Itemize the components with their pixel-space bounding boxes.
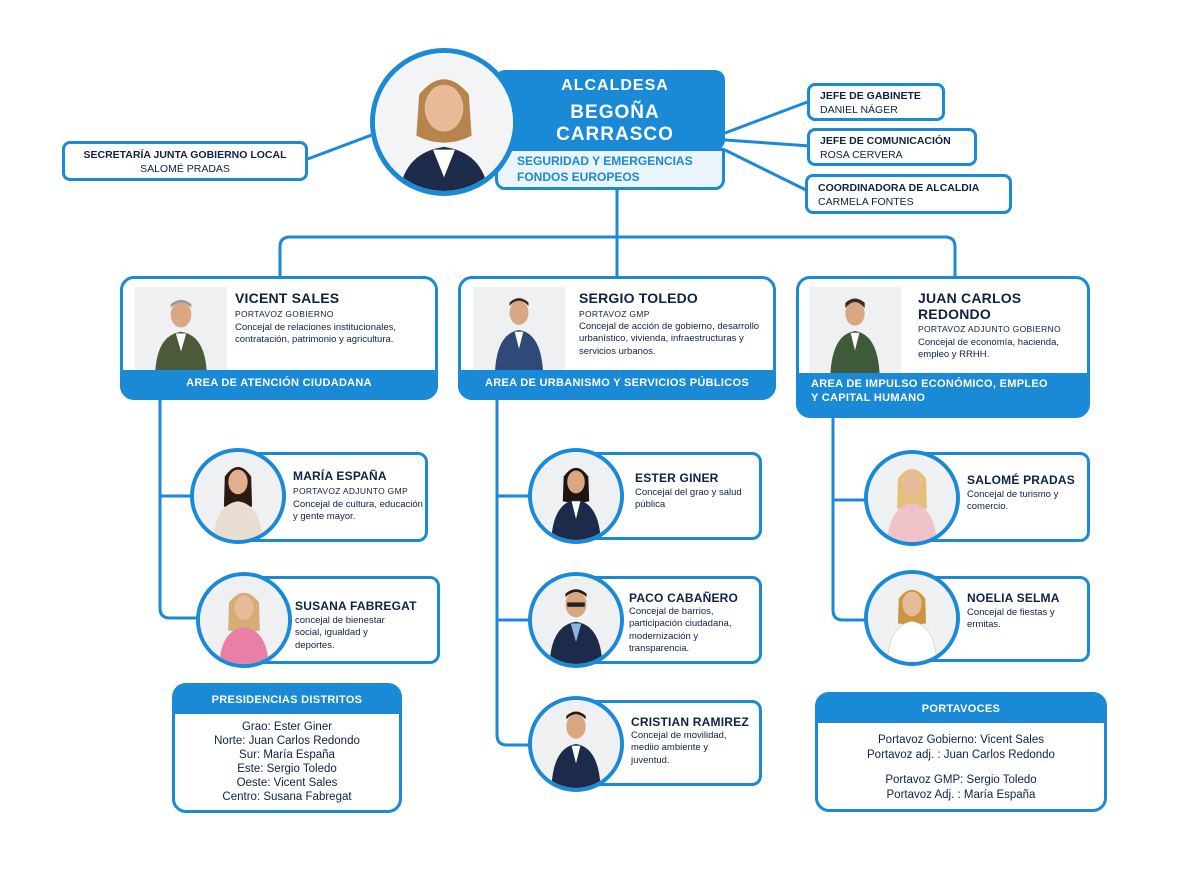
districts-box: PRESIDENCIAS DISTRITOS Grao: Ester Giner… — [172, 683, 402, 813]
area-name-bar-2: AREA DE URBANISMO Y SERVICIOS PÚBLICOS — [461, 370, 773, 397]
area-card-1: VICENT SALES PORTAVOZ GOBIERNO Concejal … — [120, 276, 438, 400]
area-lead-desc-3: Concejal de economía, hacienda, empleo y… — [918, 337, 1060, 361]
staff-title-3: COORDINADORA DE ALCALDIA — [818, 182, 980, 194]
councillor-desc: Concejal de fiestas y ermitas. — [967, 607, 1055, 631]
mayor-area-box — [495, 148, 725, 190]
staff-name-1: DANIEL NÁGER — [820, 104, 898, 116]
councillor-desc: Concejal de cultura, educación y gente m… — [293, 499, 423, 523]
area-lead-photo-3 — [809, 287, 901, 375]
councillor-desc: Concejal de barrios, participación ciuda… — [629, 606, 732, 655]
area-name-3-line1: AREA DE IMPULSO ECONÓMICO, EMPLEO — [811, 378, 1048, 390]
councillor-photo — [528, 696, 624, 792]
mayor-photo — [370, 48, 518, 196]
districts-list: Grao: Ester Giner Norte: Juan Carlos Red… — [175, 720, 399, 804]
area-lead-role-1: PORTAVOZ GOBIERNO — [235, 309, 334, 319]
mayor-area-line2: FONDOS EUROPEOS — [517, 170, 640, 184]
mayor-name-line1: BEGOÑA — [570, 102, 660, 123]
area-lead-photo-1 — [135, 287, 227, 373]
area-lead-role-3: PORTAVOZ ADJUNTO GOBIERNO — [918, 324, 1061, 334]
councillor-photo — [528, 572, 624, 668]
districts-title-bar: PRESIDENCIAS DISTRITOS — [175, 686, 399, 714]
councillor-photo — [196, 572, 292, 668]
district-line: Centro: Susana Fabregat — [222, 791, 352, 803]
district-line: Sur: María España — [239, 749, 335, 761]
area-name-bar-3: AREA DE IMPULSO ECONÓMICO, EMPLEO Y CAPI… — [799, 373, 1087, 415]
district-line: Este: Sergio Toledo — [237, 763, 337, 775]
mayor-title: ALCALDESA — [561, 77, 669, 94]
area-name-bar-1: AREA DE ATENCIÓN CIUDADANA — [123, 370, 435, 397]
councillor-photo — [528, 448, 624, 544]
portavoces-title-bar: PORTAVOCES — [818, 695, 1104, 723]
person-icon — [200, 576, 288, 664]
person-icon — [138, 287, 224, 373]
staff-box-2: JEFE DE COMUNICACIÓN ROSA CERVERA — [807, 128, 977, 166]
person-icon — [811, 287, 899, 375]
councillor-desc: concejal de bienestar social, igualdad y… — [295, 615, 385, 651]
staff-name-3: CARMELA FONTES — [818, 196, 914, 208]
mayor-title-box — [495, 70, 725, 150]
person-icon — [375, 53, 513, 191]
staff-title-2: JEFE DE COMUNICACIÓN — [820, 135, 951, 147]
person-icon — [868, 454, 956, 542]
district-line: Grao: Ester Giner — [241, 721, 333, 733]
councillor-desc: Concejal del grao y salud pública — [635, 487, 742, 511]
councillor-photo — [864, 570, 960, 666]
area-lead-desc-2: Concejal de acción de gobierno, desarrol… — [579, 321, 760, 357]
area-lead-name-3-line1: JUAN CARLOS — [918, 290, 1022, 306]
area-lead-desc-1: Concejal de relaciones institucionales, … — [235, 322, 397, 346]
portavoz-line: Portavoz Adj. : María España — [886, 789, 1036, 801]
secretaria-title: SECRETARÍA JUNTA GOBIERNO LOCAL — [83, 149, 287, 161]
secretaria-box: SECRETARÍA JUNTA GOBIERNO LOCAL SALOMÉ P… — [62, 141, 308, 181]
councillor-name: CRISTIAN RAMIREZ — [631, 715, 749, 729]
secretaria-name: SALOMÉ PRADAS — [140, 163, 230, 175]
area-lead-photo-2 — [473, 287, 565, 373]
councillor-name: MARÍA ESPAÑA — [293, 469, 387, 483]
mayor-area-line1: SEGURIDAD Y EMERGENCIAS — [517, 154, 693, 168]
person-icon — [532, 452, 620, 540]
councillor-desc: Concejal de turismo y comercio. — [967, 489, 1059, 513]
staff-box-3: COORDINADORA DE ALCALDIA CARMELA FONTES — [805, 174, 1012, 214]
area-lead-name-1: VICENT SALES — [235, 290, 340, 306]
councillor-name: SUSANA FABREGAT — [295, 599, 417, 613]
area-name-2: AREA DE URBANISMO Y SERVICIOS PÚBLICOS — [484, 377, 750, 389]
area-lead-role-2: PORTAVOZ GMP — [579, 309, 650, 319]
portavoces-list: Portavoz Gobierno: Vicent Sales Portavoz… — [818, 733, 1104, 803]
portavoz-line: Portavoz Gobierno: Vicent Sales — [878, 734, 1044, 746]
area-name-1: AREA DE ATENCIÓN CIUDADANA — [186, 377, 372, 389]
portavoces-box: PORTAVOCES Portavoz Gobierno: Vicent Sal… — [815, 692, 1107, 812]
mayor-name-line2: CARRASCO — [556, 124, 674, 145]
staff-title-1: JEFE DE GABINETE — [820, 90, 921, 102]
councillor-name: NOELIA SELMA — [967, 591, 1060, 605]
person-icon — [194, 452, 282, 540]
area-lead-name-3-line2: REDONDO — [918, 306, 991, 322]
portavoz-line: Portavoz adj. : Juan Carlos Redondo — [867, 749, 1055, 761]
district-line: Oeste: Vicent Sales — [236, 777, 338, 789]
councillor-photo — [864, 450, 960, 546]
districts-title: PRESIDENCIAS DISTRITOS — [211, 694, 363, 706]
district-line: Norte: Juan Carlos Redondo — [214, 735, 360, 747]
councillor-role: PORTAVOZ ADJUNTO GMP — [293, 486, 408, 496]
councillor-photo — [190, 448, 286, 544]
councillor-name: PACO CABAÑERO — [629, 591, 739, 605]
area-name-3-line2: Y CAPITAL HUMANO — [811, 392, 926, 404]
staff-name-2: ROSA CERVERA — [820, 149, 903, 161]
portavoz-line: Portavoz GMP: Sergio Toledo — [885, 774, 1037, 786]
area-card-3: JUAN CARLOS REDONDO PORTAVOZ ADJUNTO GOB… — [796, 276, 1090, 418]
person-icon — [476, 287, 562, 373]
portavoces-title: PORTAVOCES — [921, 703, 1001, 715]
person-icon — [532, 700, 620, 788]
area-card-2: SERGIO TOLEDO PORTAVOZ GMP Concejal de a… — [458, 276, 776, 400]
councillor-desc: Concejal de movilidad, mediio ambiente y… — [631, 730, 727, 766]
area-lead-name-2: SERGIO TOLEDO — [579, 290, 699, 306]
councillor-name: SALOMÉ PRADAS — [967, 473, 1075, 487]
person-icon — [532, 576, 620, 664]
staff-box-1: JEFE DE GABINETE DANIEL NÁGER — [807, 83, 945, 121]
person-icon — [868, 574, 956, 662]
councillor-name: ESTER GINER — [635, 471, 719, 485]
